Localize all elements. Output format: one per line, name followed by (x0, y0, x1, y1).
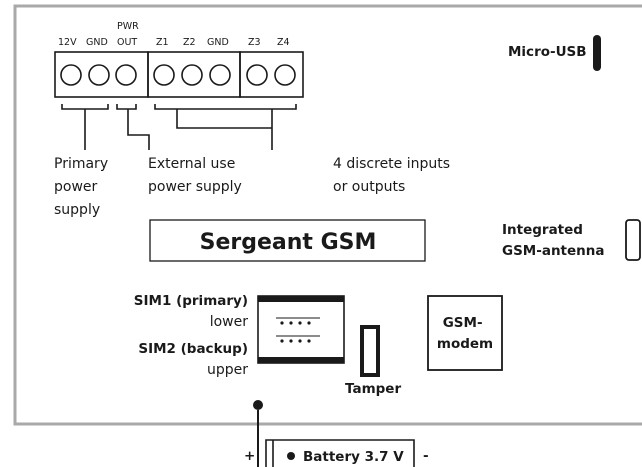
terminal-label-gnd-1: GND (86, 37, 108, 48)
terminal-label-z4: Z4 (277, 37, 290, 48)
board-outline (13, 4, 642, 426)
battery-label: Battery 3.7 V (303, 449, 404, 465)
antenna-component (625, 219, 641, 261)
discrete-io-bracket (154, 104, 297, 150)
sim2-title: SIM2 (backup) (138, 341, 248, 357)
sim2-position: upper (207, 362, 248, 378)
sim-holder (257, 295, 345, 364)
battery-outline (265, 439, 415, 467)
battery-plus-sign: + (244, 448, 255, 464)
terminal-label-z1: Z1 (156, 37, 169, 48)
terminal-label-12v: 12V (58, 37, 77, 48)
sim1-title: SIM1 (primary) (134, 293, 248, 309)
discrete-io-label: 4 discrete inputs or outputs (333, 156, 455, 195)
external-power-bracket (116, 104, 150, 150)
battery-terminal-dot (287, 452, 295, 460)
gsm-modem-label: GSM- modem (437, 315, 493, 352)
external-power-label: External use power supply (148, 156, 242, 195)
micro-usb-port (593, 35, 601, 71)
primary-power-label: Primary power supply (54, 156, 113, 218)
antenna-label: Integrated GSM-antenna (502, 222, 605, 259)
battery-contact-dot (253, 400, 263, 410)
battery-minus-sign: - (423, 448, 429, 464)
gsm-modem-box (427, 295, 503, 371)
primary-power-bracket (61, 104, 109, 150)
terminal-label-out: OUT (117, 37, 137, 48)
device-name-box (149, 219, 426, 262)
terminal-label-z2: Z2 (183, 37, 196, 48)
tamper-label: Tamper (345, 381, 401, 397)
sim1-position: lower (210, 314, 249, 330)
terminal-screws (60, 64, 296, 86)
terminal-label-pwr: PWR (117, 21, 139, 32)
device-name: Sergeant GSM (200, 230, 377, 255)
terminal-block (54, 51, 304, 98)
terminal-label-z3: Z3 (248, 37, 261, 48)
terminal-label-gnd-2: GND (207, 37, 229, 48)
micro-usb-label: Micro-USB (508, 44, 587, 60)
tamper-switch (360, 325, 380, 377)
